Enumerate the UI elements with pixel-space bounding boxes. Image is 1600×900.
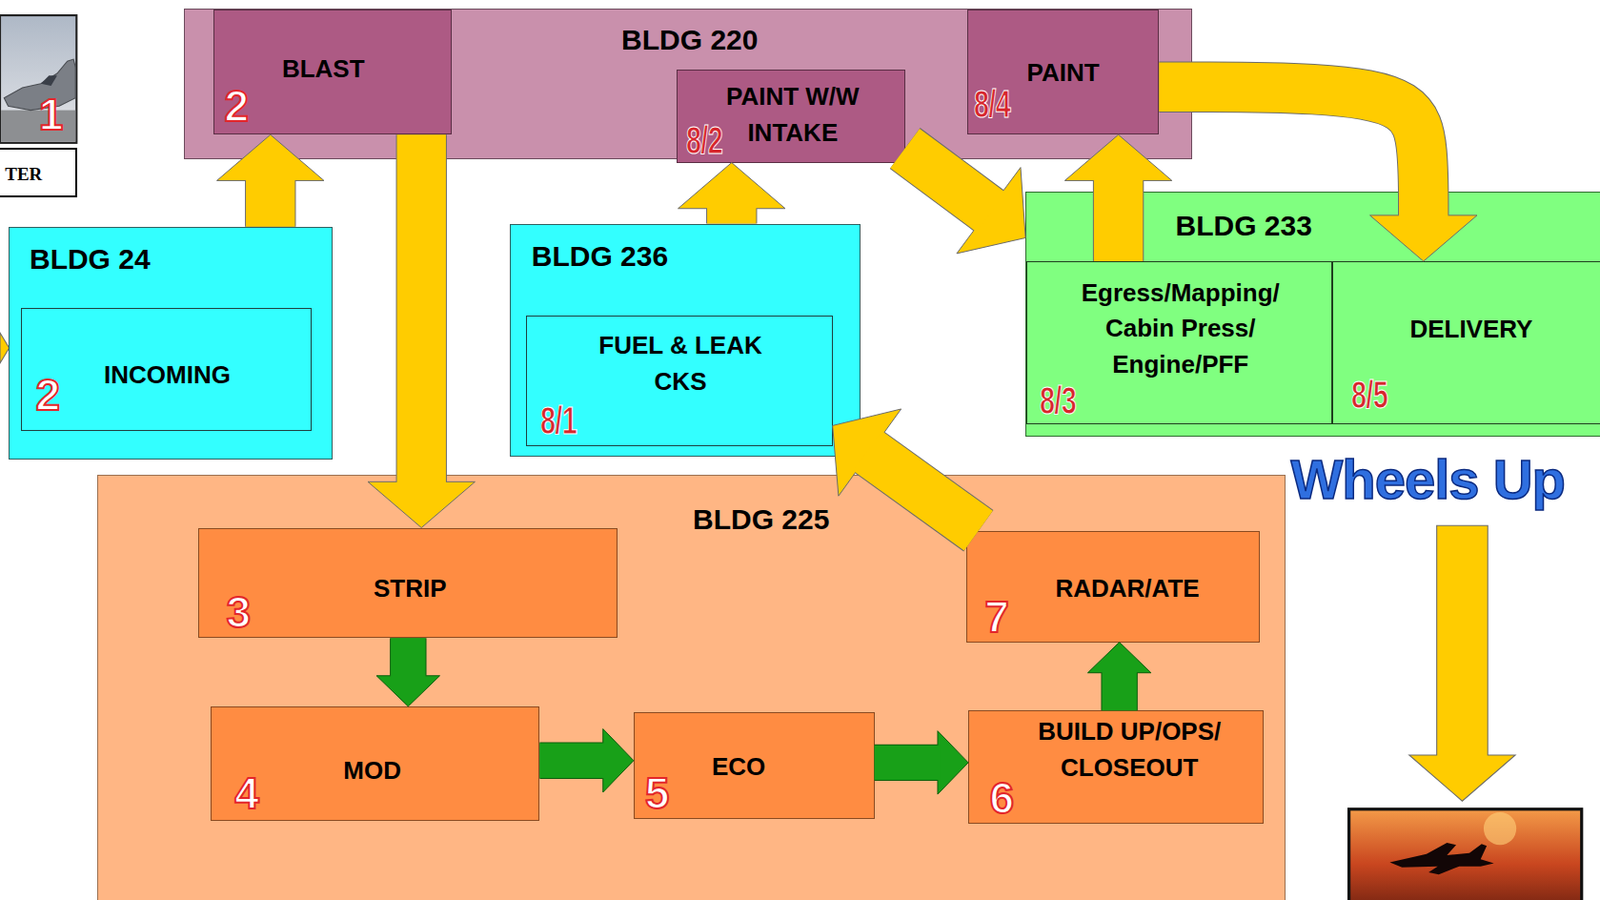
step-label: BLAST bbox=[282, 51, 365, 88]
process-box: PAINT 8/4 bbox=[967, 9, 1159, 136]
process-box: INCOMING 2 bbox=[20, 307, 311, 430]
zone-title: BLDG 24 bbox=[29, 242, 151, 277]
caption-box: TER bbox=[0, 147, 78, 197]
photo-frame bbox=[1349, 809, 1582, 900]
callout-number: 8/5 bbox=[1351, 375, 1388, 414]
zone-title: BLDG 233 bbox=[1175, 208, 1313, 244]
tarmac bbox=[0, 110, 76, 142]
step-label: DELIVERY bbox=[1409, 311, 1533, 348]
process-box: MOD 4 bbox=[210, 706, 541, 821]
arrow-head bbox=[603, 729, 634, 792]
arrow-head bbox=[1087, 642, 1151, 673]
flow-arrow bbox=[1064, 134, 1172, 262]
wheels-up-arrow bbox=[1409, 525, 1516, 801]
sunset-jet-photo bbox=[1349, 809, 1582, 900]
step-label: PAINT W/W INTAKE bbox=[713, 79, 871, 151]
arrow-head bbox=[376, 675, 440, 707]
arrow-shaft bbox=[1101, 669, 1136, 710]
callout-number: 8/2 bbox=[686, 121, 723, 160]
arrow-shaft bbox=[905, 148, 992, 213]
flow-arrow bbox=[539, 729, 634, 792]
step-label: Egress/Mapping/ Cabin Press/ Engine/PFF bbox=[1068, 275, 1293, 384]
arrow-head bbox=[1370, 215, 1478, 262]
process-box: PAINT W/W INTAKE8/2 bbox=[676, 69, 906, 163]
arrow-shaft bbox=[874, 745, 941, 780]
callout-number: 8/4 bbox=[973, 84, 1011, 123]
zone-title: BLDG 225 bbox=[692, 502, 830, 537]
step-number: 6 bbox=[990, 775, 1015, 820]
process-box: DELIVERY 8/5 bbox=[1332, 261, 1600, 425]
process-box: STRIP 3 bbox=[198, 527, 618, 639]
building-zone: BLDG 236FUEL & LEAK CKS8/1 bbox=[509, 223, 860, 457]
process-box: FUEL & LEAK CKS8/1 bbox=[526, 315, 832, 446]
flow-arrow bbox=[1087, 642, 1151, 711]
arrow-head bbox=[678, 162, 786, 209]
arrow-head bbox=[1064, 134, 1172, 181]
process-box: ECO 5 bbox=[633, 711, 875, 819]
step-number: 2 bbox=[35, 372, 61, 417]
step-label: ECO bbox=[711, 749, 766, 786]
step-label: PAINT bbox=[1027, 55, 1100, 92]
callout-number: 8/1 bbox=[540, 401, 577, 440]
step-number: 5 bbox=[645, 770, 670, 815]
zone-title: BLDG 220 bbox=[621, 22, 758, 58]
process-box: BUILD UP/OPS/ CLOSEOUT 6 bbox=[968, 709, 1263, 824]
jet-canopy bbox=[40, 75, 58, 86]
flow-arrow bbox=[367, 134, 475, 527]
step-label: FUEL & LEAK CKS bbox=[585, 327, 776, 400]
step-number: 3 bbox=[226, 589, 252, 634]
callout-number: 1 bbox=[39, 92, 64, 137]
arrow-shaft bbox=[1093, 177, 1143, 262]
flow-arrow bbox=[832, 408, 979, 531]
flow-arrow bbox=[678, 162, 786, 224]
jet-photo bbox=[0, 15, 77, 143]
zone-title: BLDG 236 bbox=[531, 239, 669, 274]
arrow-shaft bbox=[1158, 86, 1423, 219]
step-label: MOD bbox=[343, 753, 402, 790]
step-label: BUILD UP/OPS/ CLOSEOUT bbox=[1027, 713, 1233, 786]
arrow-shaft bbox=[245, 177, 295, 226]
flow-arrow bbox=[376, 637, 440, 707]
step-number: 7 bbox=[984, 594, 1010, 639]
process-box: Egress/Mapping/ Cabin Press/ Engine/PFF8… bbox=[1026, 261, 1333, 425]
arrow-shaft bbox=[707, 205, 756, 224]
caption-text: TER bbox=[4, 163, 42, 184]
step-label: RADAR/ATE bbox=[1054, 570, 1199, 608]
arrow-shaft bbox=[867, 450, 978, 531]
process-box: RADAR/ATE 7 bbox=[966, 530, 1260, 643]
process-box: BLAST 2 bbox=[213, 9, 453, 136]
banner-text: Wheels Up bbox=[1291, 451, 1566, 507]
arrow-shaft bbox=[397, 134, 446, 485]
flow-arrow bbox=[905, 148, 1026, 254]
photo-frame bbox=[0, 15, 77, 143]
arrow-head bbox=[937, 730, 969, 794]
jet-silhouette bbox=[1389, 842, 1494, 874]
arrow-head bbox=[367, 481, 475, 527]
flow-arrow bbox=[217, 134, 325, 226]
sun-glow bbox=[1483, 811, 1517, 845]
step-number: 2 bbox=[223, 83, 249, 128]
step-label: INCOMING bbox=[103, 357, 231, 394]
arrow-shaft bbox=[539, 743, 606, 778]
step-number: 4 bbox=[234, 770, 260, 815]
step-label: STRIP bbox=[373, 570, 447, 608]
building-zone: BLDG 24 INCOMING 2 bbox=[8, 226, 334, 460]
callout-number: 8/3 bbox=[1039, 381, 1076, 420]
arrow-shaft bbox=[390, 637, 426, 678]
building-zone: BLDG 220BLAST 2 PAINT W/W INTAKE8/2 PAINT 8/… bbox=[183, 8, 1193, 160]
flow-arrow bbox=[874, 730, 970, 794]
arrow-head bbox=[217, 134, 325, 181]
flow-arrow bbox=[1158, 86, 1478, 262]
